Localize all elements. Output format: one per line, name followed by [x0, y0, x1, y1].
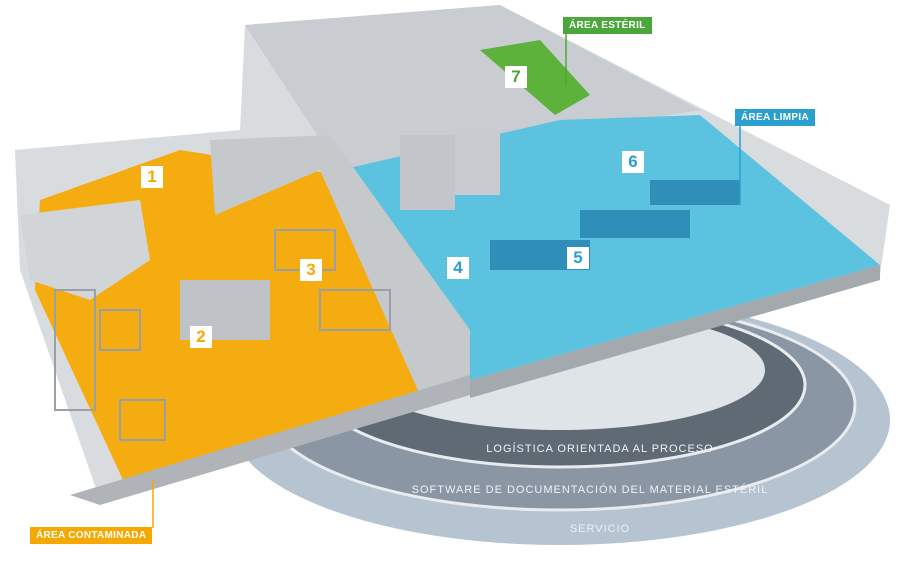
area-contaminada-label: ÁREA CONTAMINADA: [30, 527, 153, 544]
zone-3-badge: 3: [300, 259, 322, 281]
zone-1-badge: 1: [141, 166, 163, 188]
zone-5-badge: 5: [567, 247, 589, 269]
ring-label-logistica: LOGÍSTICA ORIENTADA AL PROCESO: [486, 443, 714, 455]
zone-4-badge: 4: [447, 257, 469, 279]
ring-label-software: SOFTWARE DE DOCUMENTACIÓN DEL MATERIAL E…: [411, 484, 769, 496]
area-esteril-label: ÁREA ESTÉRIL: [563, 17, 652, 34]
zone-7-badge: 7: [505, 66, 527, 88]
zone-6-badge: 6: [622, 151, 644, 173]
area-limpia-label: ÁREA LIMPIA: [735, 109, 815, 126]
floor-sterile: [480, 40, 590, 115]
zone-2-badge: 2: [190, 326, 212, 348]
ring-label-servicio: SERVICIO: [569, 523, 631, 535]
